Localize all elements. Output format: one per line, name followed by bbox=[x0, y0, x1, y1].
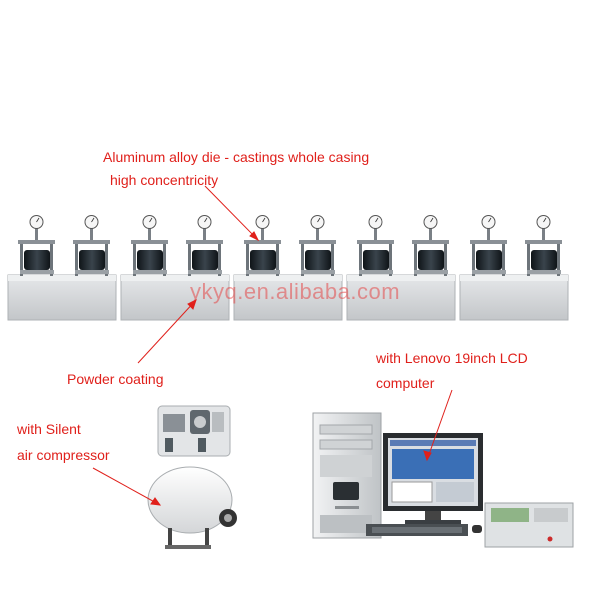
watermark: ykyq.en.alibaba.com bbox=[190, 279, 401, 304]
compressor-label-line1: with Silent bbox=[17, 421, 81, 437]
compressor-label-line2: air compressor bbox=[17, 447, 110, 463]
annotation-arrows bbox=[92, 185, 453, 506]
die-casting-label-line1: Aluminum alloy die - castings whole casi… bbox=[103, 149, 370, 165]
die-casting-label-line2: high concentricity bbox=[110, 172, 219, 188]
lcd-label-line1: with Lenovo 19inch LCD bbox=[376, 350, 528, 366]
powder-coating-label: Powder coating bbox=[67, 371, 164, 387]
desktop-computer-icon bbox=[312, 412, 574, 548]
lcd-label-line2: computer bbox=[376, 375, 435, 391]
air-compressor-icon bbox=[147, 405, 237, 549]
